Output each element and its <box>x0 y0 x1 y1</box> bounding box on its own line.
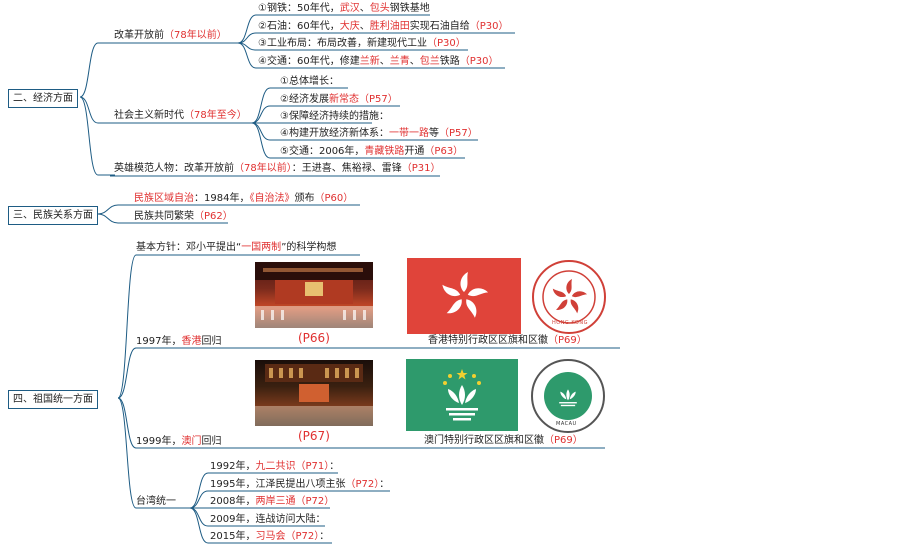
hk-flag <box>407 258 521 334</box>
taiwan-item-2009: 2009年，连战访问大陆： <box>210 514 326 525</box>
taiwan-label: 台湾统一 <box>136 496 176 507</box>
macau-handover-photo <box>255 360 373 426</box>
pre-reform-item-oil: ②石油：60年代，大庆、胜利油田实现石油自给（P30） <box>258 21 509 32</box>
taiwan-item-2015: 2015年，习马会（P72）： <box>210 531 330 542</box>
taiwan-item-1992: 1992年，九二共识（P71）： <box>210 461 340 472</box>
taiwan-item-2008: 2008年，两岸三通（P72） <box>210 496 335 507</box>
node-ethnic[interactable]: 三、民族关系方面 <box>8 206 98 225</box>
hk-flag-caption: 香港特别行政区区旗和区徽（P69） <box>428 335 587 346</box>
macau-emblem-text: MACAU <box>556 421 577 427</box>
hk-handover-photo <box>255 262 373 328</box>
macau-emblem: MACAU <box>529 357 607 435</box>
hk-photo-ref: (P66) <box>298 331 330 345</box>
node-unification[interactable]: 四、祖国统一方面 <box>8 390 98 409</box>
new-era-item-railway: ⑤交通：2006年，青藏铁路开通（P63） <box>280 146 464 157</box>
new-era-label: 社会主义新时代（78年至今） <box>114 110 247 121</box>
pre-reform-item-transport: ④交通：60年代，修建兰新、兰青、包兰铁路（P30） <box>258 56 499 67</box>
ethnic-autonomy-item: 民族区域自治：1984年，《自治法》颁布（P60） <box>134 193 354 204</box>
heroes-item: 英雄模范人物：改革开放前（78年以前）：王进喜、焦裕禄、雷锋（P31） <box>114 163 441 174</box>
one-country-two-systems-item: 基本方针：邓小平提出“一国两制”的科学构想 <box>136 242 337 253</box>
new-era-item-open-economy: ④构建开放经济新体系：一带一路等（P57） <box>280 128 478 139</box>
ethnic-prosperity-item: 民族共同繁荣（P62） <box>134 211 233 222</box>
hk-emblem-text: HONG KONG <box>552 320 588 326</box>
hk-emblem: HONG KONG <box>530 258 608 336</box>
pre-reform-item-steel: ①钢铁：50年代，武汉、包头钢铁基地 <box>258 3 430 14</box>
new-era-item-growth: ①总体增长： <box>280 76 339 87</box>
hk-return-item: 1997年，香港回归 <box>136 336 222 347</box>
macau-return-item: 1999年，澳门回归 <box>136 436 222 447</box>
pre-reform-item-industry: ③工业布局：布局改善，新建现代工业（P30） <box>258 38 466 49</box>
new-era-item-measures: ③保障经济持续的措施： <box>280 111 389 122</box>
macau-photo-ref: (P67) <box>298 429 330 443</box>
node-economy[interactable]: 二、经济方面 <box>8 89 78 108</box>
macau-flag-caption: 澳门特别行政区区旗和区徽（P69） <box>424 435 583 446</box>
macau-flag <box>406 359 518 431</box>
taiwan-item-1995: 1995年，江泽民提出八项主张（P72）： <box>210 479 390 490</box>
pre-reform-label: 改革开放前（78年以前） <box>114 30 227 41</box>
new-era-item-new-normal: ②经济发展新常态（P57） <box>280 94 398 105</box>
